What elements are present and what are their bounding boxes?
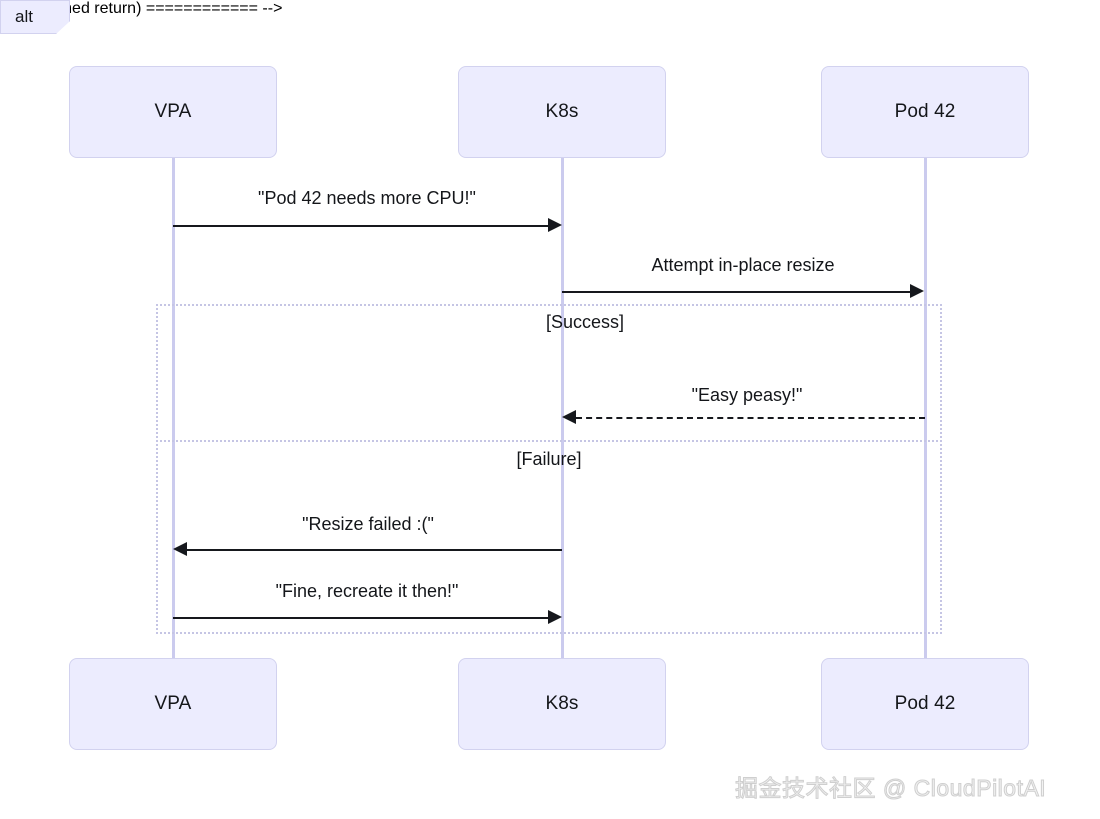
participant-label-pod-top: Pod 42 (894, 101, 956, 122)
message-arrowhead-5 (548, 610, 562, 624)
participant-box-vpa-bottom[interactable]: VPA (69, 658, 277, 750)
participant-box-pod-bottom[interactable]: Pod 42 (821, 658, 1029, 750)
participant-label-pod-bottom: Pod 42 (894, 693, 956, 714)
alt-fragment-divider (156, 440, 942, 442)
participant-label-vpa-bottom: VPA (154, 693, 192, 714)
lifeline-k8s (561, 158, 564, 658)
message-label-2: Attempt in-place resize (651, 255, 835, 275)
alt-condition-failure: [Failure] (516, 449, 582, 469)
message-line-5 (173, 617, 550, 619)
message-line-4 (187, 549, 562, 551)
message-arrowhead-3 (562, 410, 576, 424)
message-label-5: "Fine, recreate it then!" (275, 581, 459, 601)
message-line-1 (173, 225, 550, 227)
message-label-4: "Resize failed :(" (302, 514, 434, 534)
participant-box-pod-top[interactable]: Pod 42 (821, 66, 1029, 158)
alt-fragment-operator-tag: alt (0, 0, 70, 34)
message-arrowhead-1 (548, 218, 562, 232)
message-arrowhead-2 (910, 284, 924, 298)
watermark-text: 掘金技术社区 @ CloudPilotAI (734, 775, 1047, 802)
message-arrowhead-4 (173, 542, 187, 556)
participant-label-k8s-bottom: K8s (545, 693, 579, 714)
alt-operator-label: alt (15, 7, 33, 26)
alt-fragment-frame (156, 304, 942, 634)
participant-box-k8s-top[interactable]: K8s (458, 66, 666, 158)
message-label-1: "Pod 42 needs more CPU!" (258, 188, 476, 208)
participant-box-vpa-top[interactable]: VPA (69, 66, 277, 158)
participant-label-vpa-top: VPA (154, 101, 192, 122)
participant-label-k8s-top: K8s (545, 101, 579, 122)
message-line-2 (562, 291, 912, 293)
lifeline-vpa (172, 158, 175, 658)
message-line-3 (576, 417, 925, 419)
lifeline-pod (924, 158, 927, 658)
message-label-3: "Easy peasy!" (691, 385, 803, 405)
alt-condition-success: [Success] (545, 312, 625, 332)
participant-box-k8s-bottom[interactable]: K8s (458, 658, 666, 750)
